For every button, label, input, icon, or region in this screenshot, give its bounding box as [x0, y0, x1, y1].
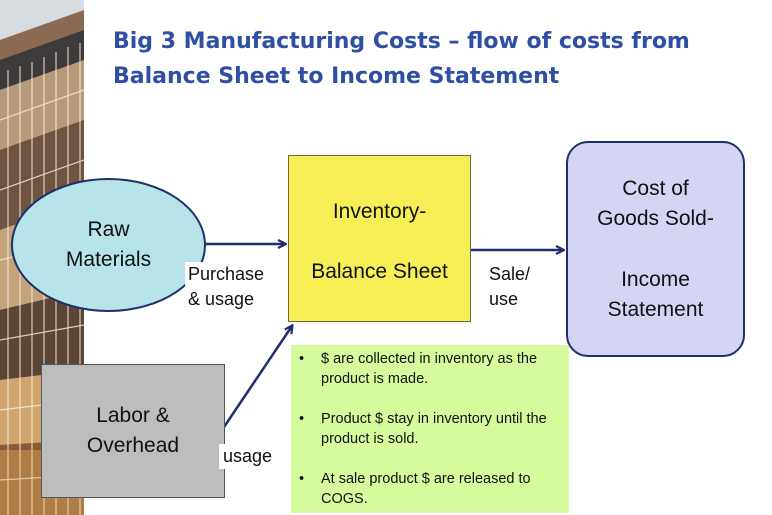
notes-box: $ are collected in inventory as the prod…	[291, 345, 569, 513]
cogs-line-2: Goods Sold-	[597, 206, 714, 230]
inventory-line-2: Balance Sheet	[311, 260, 448, 283]
arrow-labor-to-inventory	[222, 326, 292, 428]
usage-label: usage	[219, 444, 277, 469]
sale-label-line-2: use	[489, 289, 519, 309]
sale-use-label: Sale/ use	[489, 262, 531, 312]
sale-label-line-1: Sale/	[489, 264, 531, 284]
note-item: Product $ stay in inventory until the pr…	[297, 409, 561, 449]
note-item: At sale product $ are released to COGS.	[297, 469, 561, 509]
raw-materials-node: Raw Materials	[11, 178, 206, 312]
title-line-1: Big 3 Manufacturing Costs – flow of cost…	[113, 29, 690, 54]
purchase-label-line-1: Purchase	[188, 264, 265, 284]
labor-line-2: Overhead	[86, 434, 180, 457]
labor-line-1: Labor &	[96, 404, 170, 427]
purchase-usage-label: Purchase & usage	[185, 262, 268, 312]
raw-materials-line-2: Materials	[65, 248, 152, 271]
raw-materials-line-1: Raw	[87, 218, 130, 241]
cogs-line-1: Cost of	[622, 176, 689, 200]
title-line-2: Balance Sheet to Income Statement	[113, 64, 560, 89]
inventory-line-1: Inventory-	[332, 200, 427, 223]
purchase-label-line-2: & usage	[188, 289, 255, 309]
labor-overhead-node: Labor & Overhead	[41, 364, 225, 498]
cogs-line-4: Statement	[607, 297, 704, 321]
cogs-node: Cost of Goods Sold- Income Statement	[566, 141, 745, 357]
cogs-line-3: Income	[621, 267, 690, 291]
note-item: $ are collected in inventory as the prod…	[297, 349, 561, 389]
inventory-node: Inventory- Balance Sheet	[288, 155, 471, 322]
page-title: Big 3 Manufacturing Costs – flow of cost…	[113, 24, 753, 94]
